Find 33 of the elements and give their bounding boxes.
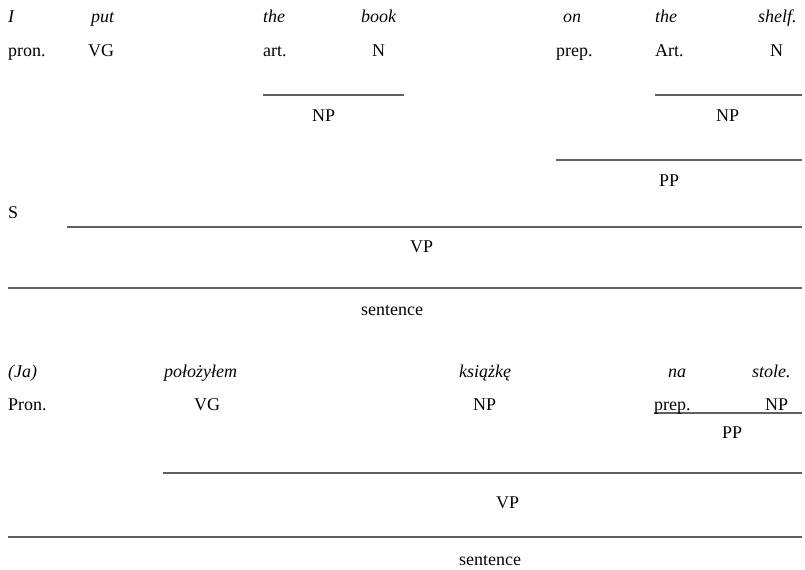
grammar-label: art.	[263, 40, 286, 60]
grammar-label: prep.	[654, 394, 690, 414]
sentence-word: książkę	[459, 361, 511, 381]
grammar-label: S	[8, 202, 18, 222]
grammar-label: PP	[722, 422, 742, 442]
grammar-label: Art.	[655, 40, 684, 60]
grammar-label: pron.	[8, 40, 46, 60]
grammar-label: NP	[716, 105, 740, 125]
grammar-label: NP	[473, 394, 496, 414]
grammar-label: N	[770, 40, 783, 60]
sentence-word: (Ja)	[8, 361, 37, 381]
sentence-word: book	[361, 6, 396, 26]
sentence-word: I	[8, 6, 14, 26]
grammar-label: NP	[312, 105, 336, 125]
sentence-word: shelf.	[758, 6, 796, 26]
sentence-word: położyłem	[164, 361, 237, 381]
grammar-label: VP	[410, 236, 434, 256]
grammar-label: sentence	[459, 549, 521, 569]
sentence-word: on	[563, 6, 581, 26]
grammar-label: NP	[765, 394, 788, 414]
grammar-label: sentence	[361, 299, 423, 319]
grammar-label: VG	[88, 40, 114, 60]
grammar-label: N	[372, 40, 385, 60]
sentence-word: the	[655, 6, 677, 26]
sentence-word: the	[263, 6, 285, 26]
grammar-label: VG	[194, 394, 220, 414]
grammar-label: VP	[496, 492, 520, 512]
grammar-label: PP	[659, 170, 680, 190]
sentence-word: na	[668, 361, 686, 381]
grammar-label: prep.	[556, 40, 592, 60]
sentence-word: put	[91, 6, 114, 26]
sentence-word: stole.	[752, 361, 790, 381]
grammar-label: Pron.	[8, 394, 47, 414]
